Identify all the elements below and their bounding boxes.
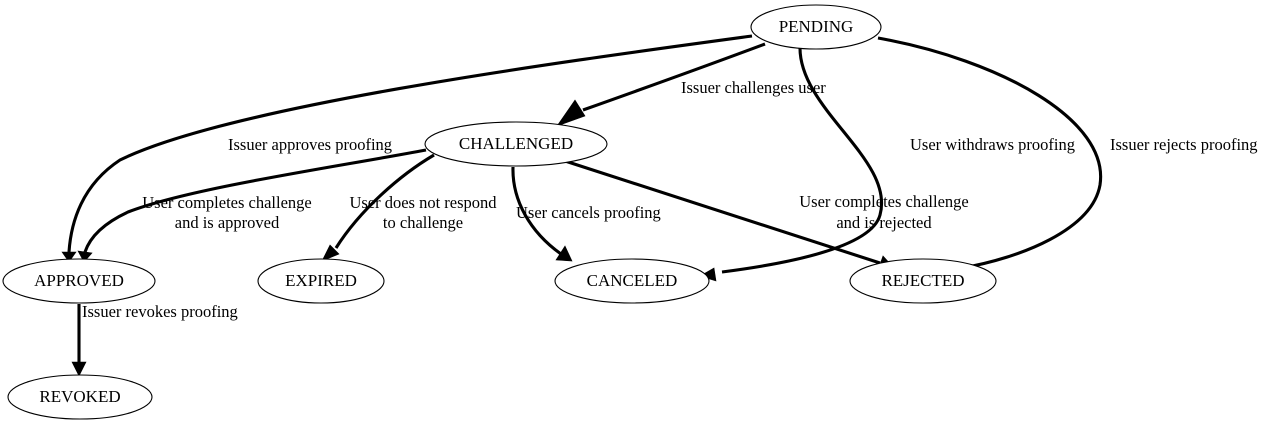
edge-label-user-withdraws-proofing: User withdraws proofing (910, 135, 1075, 154)
edge-label-user-completes-challenge-approved-line2: and is approved (175, 213, 280, 232)
node-revoked-shape[interactable] (7, 374, 153, 420)
edge-approved-revoked (71, 304, 87, 377)
arrowhead-pending-challenged (556, 99, 586, 127)
node-challenged-shape[interactable] (424, 121, 608, 167)
node-revoked-label: REVOKED (39, 387, 120, 406)
node-rejected[interactable]: REJECTED (849, 258, 997, 304)
node-rejected-label: REJECTED (881, 271, 964, 290)
edge-path-challenged-expired (334, 153, 435, 249)
node-challenged[interactable]: CHALLENGED (424, 121, 608, 167)
node-approved-label: APPROVED (34, 271, 124, 290)
edge-label-issuer-revokes-proofing: Issuer revokes proofing (82, 302, 238, 321)
edge-challenged-expired (321, 153, 435, 262)
arrowhead-pending-approved (61, 251, 77, 263)
arrowhead-approved-revoked (71, 361, 87, 377)
node-pending[interactable]: PENDING (750, 4, 882, 50)
edge-label-issuer-challenges-user: Issuer challenges user (681, 78, 826, 97)
edge-label-user-completes-challenge-rejected-line2: and is rejected (836, 213, 932, 232)
edge-label-user-completes-challenge-rejected-line1: User completes challenge (799, 192, 969, 211)
edge-label-user-cancels-proofing: User cancels proofing (516, 203, 661, 222)
edge-label-issuer-approves-proofing: Issuer approves proofing (228, 135, 392, 154)
edge-challenged-canceled (511, 166, 573, 262)
edge-path-challenged-rejected (564, 159, 881, 265)
edge-challenged-approved (77, 148, 427, 263)
node-pending-shape[interactable] (750, 4, 882, 50)
arrowhead-challenged-expired (321, 244, 340, 262)
edge-label-user-does-not-respond-line2: to challenge (383, 213, 463, 232)
node-approved-shape[interactable] (2, 258, 156, 304)
node-expired-label: EXPIRED (285, 271, 357, 290)
node-challenged-label: CHALLENGED (459, 134, 573, 153)
arrowhead-challenged-approved (77, 250, 93, 263)
edge-path-challenged-canceled (511, 166, 562, 256)
node-expired[interactable]: EXPIRED (257, 258, 385, 304)
edge-label-user-does-not-respond-line1: User does not respond (349, 193, 497, 212)
node-approved[interactable]: APPROVED (2, 258, 156, 304)
edge-label-user-completes-challenge-approved-line1: User completes challenge (142, 193, 312, 212)
edge-pending-challenged (556, 42, 766, 127)
edge-pending-rejected (877, 36, 1103, 277)
node-expired-shape[interactable] (257, 258, 385, 304)
node-rejected-shape[interactable] (849, 258, 997, 304)
node-canceled[interactable]: CANCELED (554, 258, 710, 304)
node-pending-label: PENDING (779, 17, 854, 36)
node-revoked[interactable]: REVOKED (7, 374, 153, 420)
edge-path-pending-challenged (582, 42, 766, 112)
edge-label-issuer-rejects-proofing: Issuer rejects proofing (1110, 135, 1258, 154)
edge-path-pending-rejected (877, 36, 1103, 270)
node-canceled-shape[interactable] (554, 258, 710, 304)
edge-path-challenged-approved (83, 148, 427, 253)
edge-path-pending-approved (67, 34, 753, 253)
edge-path-pending-canceled (721, 47, 884, 274)
node-canceled-label: CANCELED (587, 271, 678, 290)
edge-pending-approved (61, 34, 753, 263)
arrowhead-challenged-canceled (555, 245, 573, 262)
